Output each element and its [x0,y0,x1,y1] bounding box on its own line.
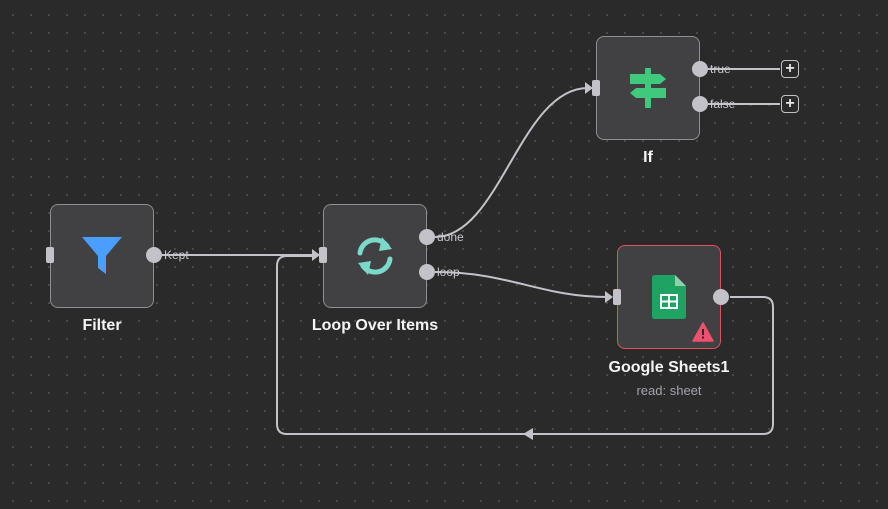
loop-input-handle[interactable] [319,247,327,263]
loop-loop-handle[interactable] [419,264,435,280]
filter-node-label: Filter [82,317,122,334]
filter-output-label: Kept [164,248,189,262]
edge-arrow [523,428,533,440]
if-true-label: true [710,62,731,76]
if-input-handle[interactable] [592,80,600,96]
loop-over-items-node[interactable] [323,204,427,308]
signpost-icon [630,68,666,108]
edge-loop-done-to-if[interactable] [434,87,589,238]
loop-done-label: done [437,230,464,244]
if-node[interactable] [596,36,700,140]
sheets-node-subtitle: read: sheet [636,383,702,398]
add-false-branch-button[interactable]: + [781,95,799,113]
loop-done-handle[interactable] [419,229,435,245]
if-false-handle[interactable] [692,96,708,112]
google-sheets-node[interactable] [617,245,721,349]
add-true-branch-button[interactable]: + [781,60,799,78]
refresh-icon [357,237,393,275]
sheets-input-handle[interactable] [613,289,621,305]
google-sheets-icon [652,275,686,319]
filter-node[interactable] [50,204,154,308]
if-node-label: If [643,149,653,166]
loop-loop-label: loop [437,265,460,279]
loop-node-label: Loop Over Items [311,317,439,334]
edge-loop-to-sheets[interactable] [434,271,609,298]
filter-input-handle[interactable] [46,247,54,263]
filter-output-handle[interactable] [146,247,162,263]
edge-arrow [605,291,613,303]
sheets-node-label: Google Sheets1 [608,359,730,376]
if-true-handle[interactable] [692,61,708,77]
funnel-icon [82,237,122,274]
edge-arrow [585,82,593,94]
plus-icon: + [785,95,795,112]
if-false-label: false [710,97,736,111]
sheets-output-handle[interactable] [713,289,729,305]
plus-icon: + [785,60,795,77]
edge-arrow [312,249,320,261]
warning-icon[interactable] [692,322,714,342]
